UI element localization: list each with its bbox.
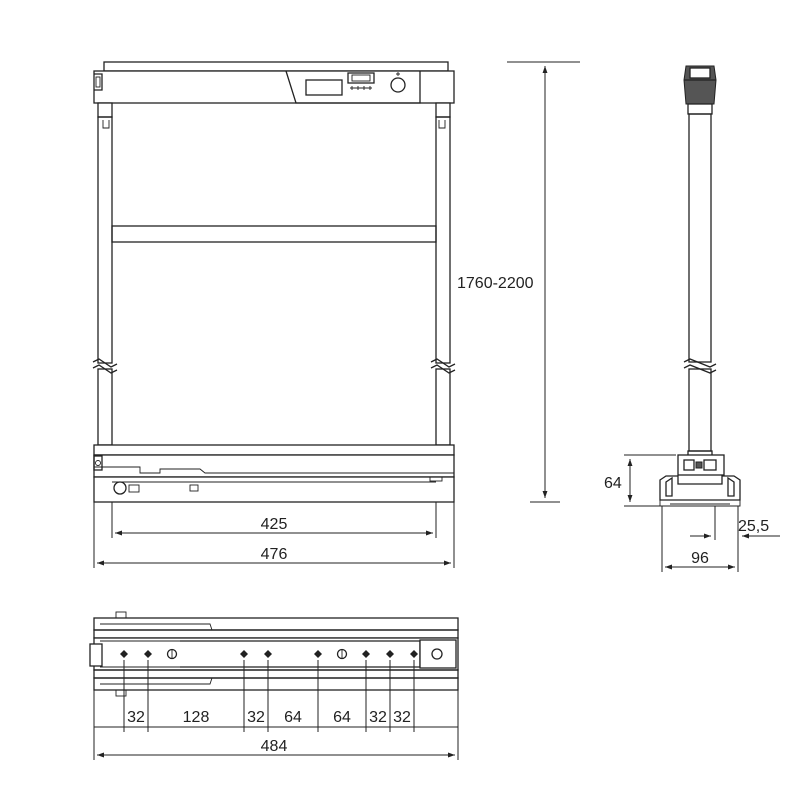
- knob-icon: [390, 77, 406, 93]
- right-post-lower: [435, 368, 451, 446]
- rail-view: [89, 611, 459, 697]
- rail-end-clip: [89, 643, 103, 667]
- outer-width-label: 476: [261, 546, 288, 563]
- front-width-dimensions: 425 476: [93, 502, 455, 568]
- side-height-label: 64: [604, 475, 622, 492]
- hex-nut-icon: [113, 481, 127, 495]
- rail-spacing-7: 32: [393, 709, 411, 726]
- rail-length-label: 484: [261, 738, 288, 755]
- left-post-lower: [97, 368, 113, 446]
- front-view: [92, 61, 456, 503]
- rail-spacing-4: 64: [284, 709, 302, 726]
- side-offset-label: 25,5: [738, 518, 769, 535]
- rail-holes: [120, 648, 418, 660]
- side-view: [659, 65, 741, 507]
- drawer-rail-front: [93, 476, 455, 503]
- rail-spacing-5: 64: [333, 709, 351, 726]
- side-pole-upper: [688, 113, 712, 363]
- side-dimensions: 64 25,5 96: [604, 454, 780, 572]
- height-range-label: 1760-2200: [457, 275, 534, 292]
- height-dimension: 1760-2200: [457, 61, 580, 503]
- front-top-rail: [103, 61, 449, 72]
- right-post-upper: [435, 116, 451, 364]
- side-base-clip: [659, 475, 741, 501]
- inner-width-label: 425: [261, 516, 288, 533]
- side-depth-label: 96: [691, 550, 709, 567]
- switch-slot: [347, 72, 375, 84]
- middle-crossbar: [111, 225, 437, 243]
- rail-end-block: [419, 639, 457, 669]
- front-top-bar: [93, 70, 455, 104]
- bottom-base: [93, 454, 455, 478]
- rail-body: [93, 637, 459, 671]
- bottom-crossbar: [93, 444, 455, 456]
- rail-spacing-2: 128: [183, 709, 210, 726]
- control-panel: [285, 70, 421, 104]
- left-post-clip: [97, 102, 113, 118]
- right-post-clip: [435, 102, 451, 118]
- rail-spacing-6: 32: [369, 709, 387, 726]
- rail-spacing-1: 32: [127, 709, 145, 726]
- rail-bottom: [93, 677, 459, 691]
- side-pole-lower: [688, 368, 712, 452]
- left-post-upper: [97, 116, 113, 364]
- display-window: [305, 79, 343, 96]
- rail-spacing-3: 32: [247, 709, 265, 726]
- rail-dimensions: 32 128 32 64 64 32 32 484: [93, 660, 459, 760]
